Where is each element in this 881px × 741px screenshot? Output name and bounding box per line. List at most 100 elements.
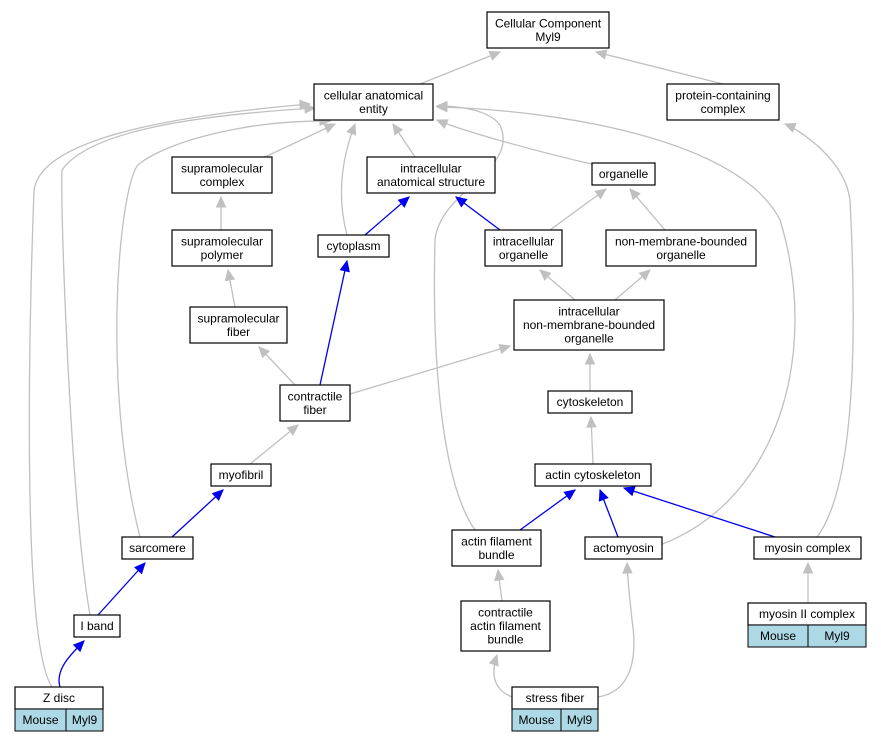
node-label-line: intracellular (493, 234, 554, 248)
node-label-line: actin cytoskeleton (545, 468, 640, 482)
edge-protein-containing-complex-to-cellular-component (594, 49, 724, 85)
edge-arrowhead (72, 640, 85, 653)
edge-line (784, 123, 854, 538)
node-label-line: supramolecular (181, 234, 263, 248)
edge-line (419, 51, 501, 85)
annotation-gene-cell (65, 708, 104, 732)
node-myofibril[interactable]: myofibril (210, 463, 272, 487)
node-box (605, 229, 757, 267)
edge-arrowhead (783, 123, 797, 133)
node-box (584, 536, 663, 560)
node-label-line: organelle (499, 248, 549, 262)
node-box (591, 162, 656, 186)
edge-z-disc-to-i-band (58, 640, 85, 688)
edge-arrowhead (323, 123, 337, 134)
edge-line (436, 119, 601, 167)
node-label-line: supramolecular (181, 161, 263, 175)
edge-intracellular-organelle-to-intracellular-anatomical-structure (455, 196, 501, 231)
node-label-line: stress fiber (526, 691, 585, 705)
node-box (121, 536, 194, 560)
edge-contractile-fiber-to-cytoplasm (319, 259, 350, 386)
edge-line (340, 123, 356, 236)
node-label-line: contractile (288, 389, 343, 403)
node-i-band[interactable]: I band (73, 614, 121, 638)
edge-actomyosin-to-actin-cytoskeleton (598, 488, 619, 538)
edge-line (349, 345, 511, 395)
node-label-line: anatomical structure (377, 175, 485, 189)
edge-arrowhead (339, 259, 350, 273)
node-label-line: myosin II complex (759, 607, 855, 621)
node-box (547, 390, 633, 414)
edge-line (549, 188, 607, 231)
node-label-line: fiber (227, 325, 250, 339)
node-box (460, 600, 551, 652)
node-actin-cytoskeleton[interactable]: actin cytoskeleton (534, 463, 652, 487)
node-box (73, 614, 121, 638)
edge-arrowhead (586, 415, 597, 428)
edge-line (28, 103, 311, 688)
node-label-line: organelle (564, 332, 614, 346)
edge-contractile-fiber-to-intracellular-nmb-organelle (349, 343, 512, 395)
edge-intracellular-nmb-organelle-to-non-membrane-bounded-organelle (614, 269, 651, 301)
edge-arrowhead (215, 195, 227, 208)
edge-arrowhead (435, 101, 448, 113)
node-label-line: organelle (599, 167, 649, 181)
edge-line (264, 123, 336, 158)
edge-line (319, 260, 348, 386)
node-box (366, 156, 496, 194)
node-box (534, 463, 652, 487)
edge-line (171, 489, 224, 538)
node-myosin-complex[interactable]: myosin complex (753, 536, 862, 560)
node-box (666, 83, 780, 121)
node-actomyosin[interactable]: actomyosin (584, 536, 663, 560)
node-label-line: Z disc (43, 691, 75, 705)
node-label-line: contractile (478, 606, 533, 620)
node-box (317, 234, 390, 258)
node-organelle[interactable]: organelle (591, 162, 656, 186)
edge-arrowhead (134, 562, 146, 575)
edge-cytoplasm-to-intracellular-anatomical-structure (364, 196, 410, 236)
node-label-line: cytoplasm (326, 239, 380, 253)
edge-intracellular-organelle-to-organelle (549, 188, 607, 231)
node-label-line: intracellular (400, 161, 461, 175)
node-box (313, 83, 434, 121)
node-intracellular-nmb-organelle[interactable]: intracellularnon-membrane-boundedorganel… (513, 299, 665, 351)
edge-arrowhead (455, 196, 468, 208)
edge-arrowhead (622, 486, 636, 497)
node-label-line: sarcomere (129, 541, 186, 555)
annotation-gene: Myl9 (72, 713, 98, 727)
node-cytoskeleton[interactable]: cytoskeleton (547, 390, 633, 414)
edge-actin-cytoskeleton-to-cytoskeleton (586, 415, 597, 465)
edge-line (595, 51, 724, 85)
node-box (753, 536, 862, 560)
node-sarcomere[interactable]: sarcomere (121, 536, 194, 560)
edge-arrowhead (494, 568, 505, 582)
edge-arrowhead (594, 49, 608, 60)
edge-actin-filament-bundle-to-actin-cytoskeleton (519, 489, 576, 531)
node-label-line: organelle (656, 248, 706, 262)
edge-arrowhead (594, 188, 607, 200)
edge-non-membrane-bounded-organelle-to-organelle (629, 188, 666, 231)
annotation-organism: Mouse (518, 713, 554, 727)
edge-arrowhead (435, 119, 449, 130)
node-label-line: fiber (303, 403, 326, 417)
node-cytoplasm[interactable]: cytoplasm (317, 234, 390, 258)
